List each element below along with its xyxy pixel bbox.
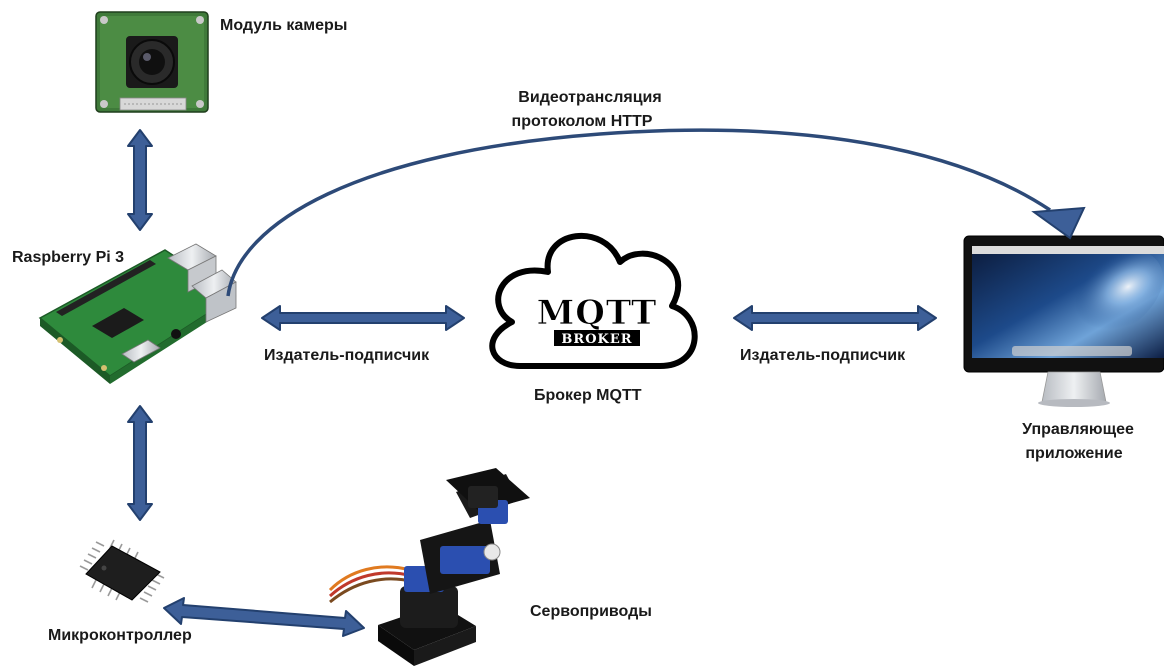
app-label-line1: Управляющее	[1022, 421, 1134, 438]
monitor-icon	[963, 235, 1164, 407]
broker-label: Брокер MQTT	[534, 387, 642, 404]
app-label-line2: приложение	[1025, 445, 1123, 462]
video-stream-arrow	[226, 128, 1086, 297]
raspberry-pi-board-icon	[38, 243, 237, 384]
camera-label: Модуль камеры	[220, 17, 348, 34]
mqtt-logo-text: MQTT	[537, 293, 658, 333]
video-stream-label-line2: протоколом HTTP	[511, 113, 653, 130]
raspberry-label: Raspberry Pi 3	[12, 249, 125, 266]
camera-module-icon	[95, 11, 209, 113]
pubsub-right-label: Издатель-подписчик	[740, 347, 906, 364]
servo-motors-icon	[328, 468, 530, 666]
microcontroller-chip-icon	[79, 539, 165, 603]
video-stream-label-line1: Видеотрансляция	[518, 89, 662, 106]
camera-raspberry-arrow	[127, 129, 153, 231]
mqtt-broker-cloud-icon: MQTT BROKER	[489, 232, 698, 369]
broker-logo-text: BROKER	[561, 332, 632, 347]
raspberry-broker-arrow	[261, 305, 465, 331]
broker-app-arrow	[733, 305, 937, 331]
microcontroller-servo-arrow	[163, 597, 365, 637]
pubsub-left-label: Издатель-подписчик	[264, 347, 430, 364]
servo-label: Сервоприводы	[530, 603, 652, 620]
raspberry-microcontroller-arrow	[127, 405, 153, 521]
microcontroller-label: Микроконтроллер	[48, 627, 192, 644]
